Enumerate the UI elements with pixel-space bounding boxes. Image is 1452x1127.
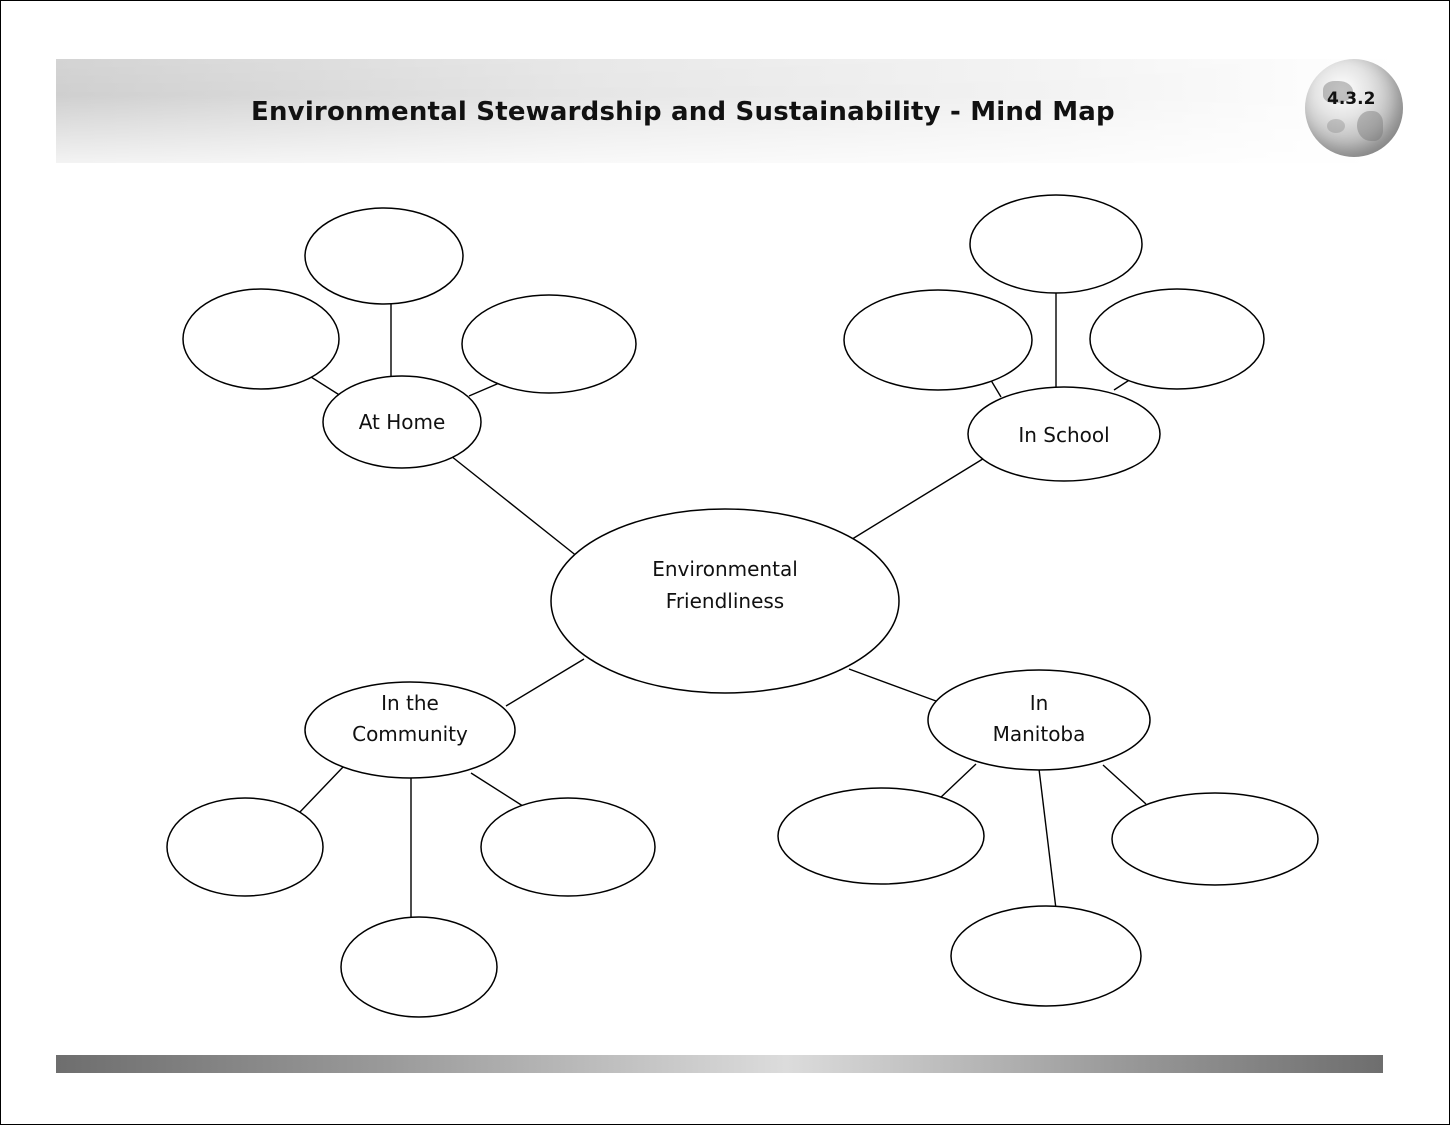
connector-center-school (848, 456, 987, 542)
branch-community[interactable] (304, 681, 516, 779)
center-node[interactable] (550, 508, 900, 694)
header-band (56, 59, 1396, 163)
connector-manitoba-right (1102, 764, 1147, 805)
connector-manitoba-left (938, 763, 977, 800)
leaf-home-right[interactable] (461, 294, 637, 394)
branch-manitoba[interactable] (927, 669, 1151, 771)
connector-center-home (450, 455, 579, 558)
connector-manitoba-bottom (1038, 768, 1057, 910)
leaf-community-right[interactable] (480, 797, 656, 897)
branch-school-label: In School (1018, 423, 1109, 447)
globe-icon (1305, 59, 1403, 157)
leaf-home-left[interactable] (182, 288, 340, 390)
leaf-manitoba-left[interactable] (777, 787, 985, 885)
footer-bar (56, 1055, 1383, 1073)
leaf-community-bottom[interactable] (340, 916, 498, 1018)
page-title: Environmental Stewardship and Sustainabi… (251, 97, 1115, 127)
center-label-line2: Friendliness (666, 589, 784, 613)
leaf-manitoba-right[interactable] (1111, 792, 1319, 886)
leaf-school-right[interactable] (1089, 288, 1265, 390)
branch-home-label: At Home (359, 410, 446, 434)
connector-community-right (470, 772, 527, 809)
connector-center-community (505, 658, 585, 707)
branch-community-label-line1: In the (381, 691, 439, 715)
leaf-community-left[interactable] (166, 797, 324, 897)
leaf-manitoba-bottom[interactable] (950, 905, 1142, 1007)
connector-home-left (310, 376, 342, 397)
connector-center-manitoba (848, 668, 937, 702)
leaf-home-top[interactable] (304, 207, 464, 305)
connector-community-left (298, 765, 345, 814)
leaf-school-left[interactable] (843, 289, 1033, 391)
branch-community-label-line2: Community (352, 722, 468, 746)
branch-home[interactable] (322, 375, 482, 469)
outcome-code: 4.3.2 (1327, 89, 1376, 109)
center-label-line1: Environmental (652, 557, 798, 581)
branch-manitoba-label-line1: In (1030, 691, 1049, 715)
branch-manitoba-label-line2: Manitoba (993, 722, 1086, 746)
leaf-school-top[interactable] (969, 194, 1143, 294)
branch-school[interactable] (967, 386, 1161, 482)
